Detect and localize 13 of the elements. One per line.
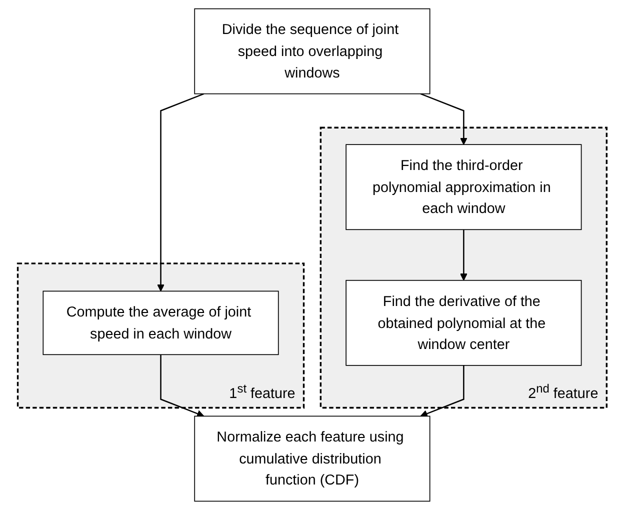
node-box bbox=[194, 416, 430, 502]
cluster bbox=[16, 262, 304, 409]
arrow bbox=[156, 93, 204, 292]
node-box bbox=[345, 144, 582, 230]
cluster bbox=[320, 126, 608, 409]
arrow bbox=[160, 354, 204, 418]
arrow bbox=[420, 365, 464, 418]
arrow bbox=[460, 230, 468, 281]
node-box bbox=[194, 8, 430, 94]
node-box bbox=[345, 280, 582, 366]
node-box bbox=[42, 290, 279, 356]
arrow bbox=[420, 93, 468, 145]
flowchart: Divide the sequence of joint speed into overlapping windows Compute the average of joint speed in each window Find the third-order polynomial approximation in each window Find the derivative of the obtained polynomial at the window center 1$^{st}$ feature 2$^{nd}$ feature Normalize each feature using cumulative distribution function (CDF) bbox=[10, 2, 614, 508]
